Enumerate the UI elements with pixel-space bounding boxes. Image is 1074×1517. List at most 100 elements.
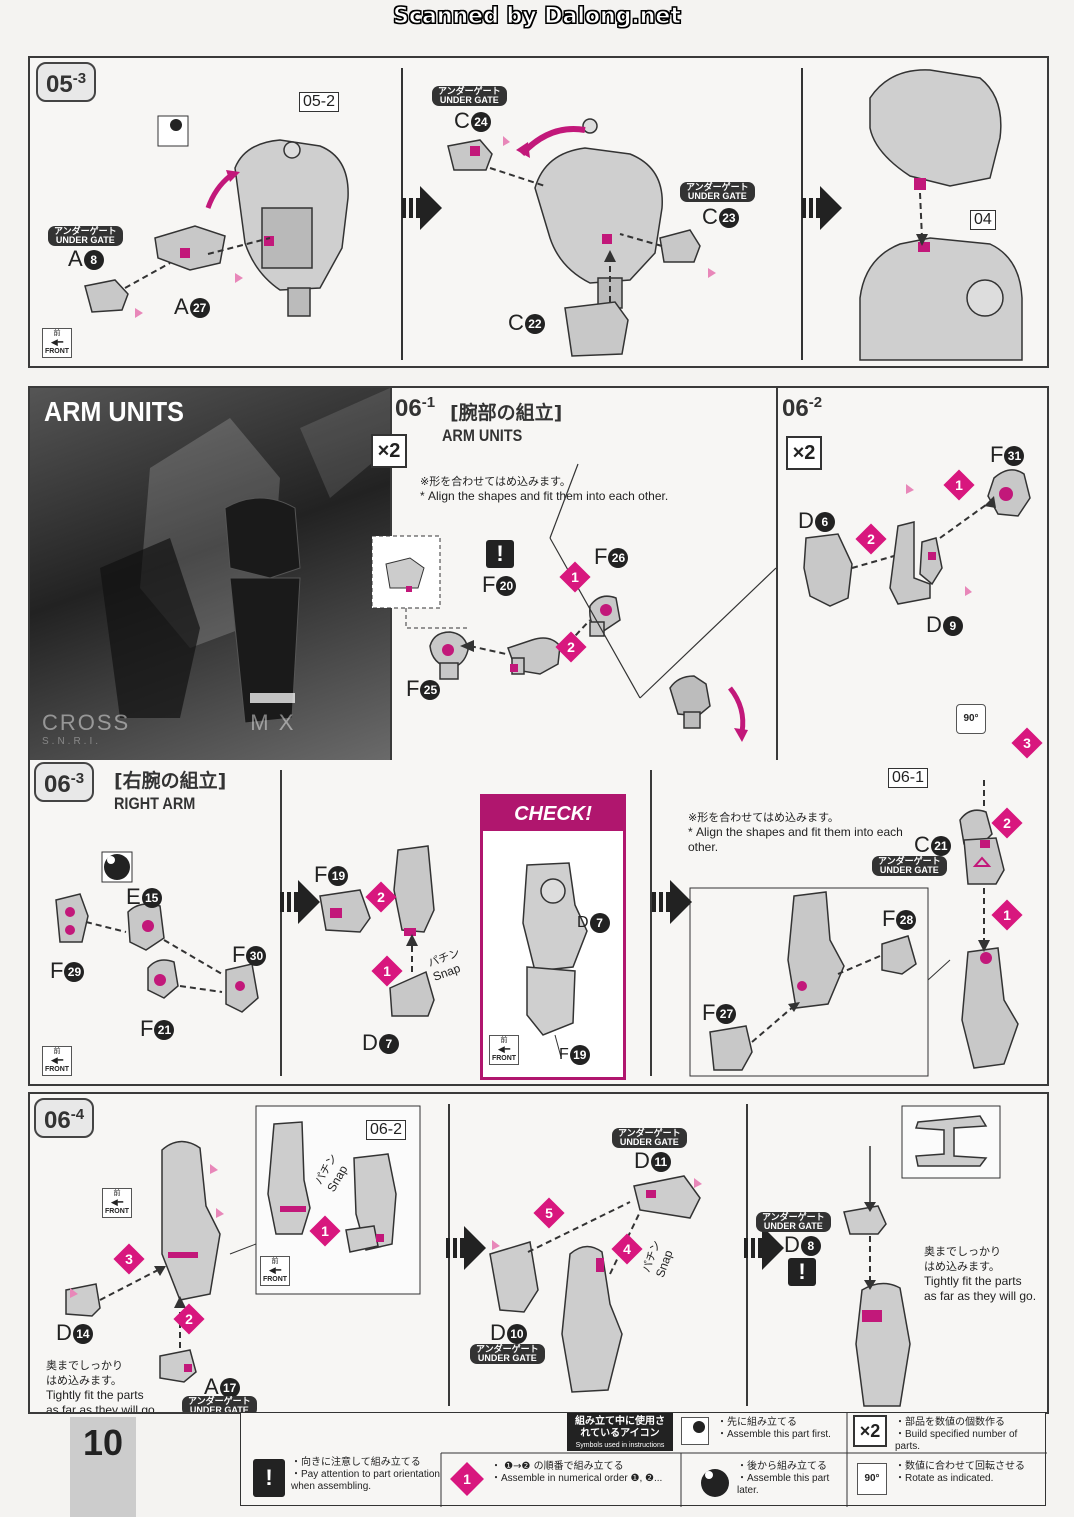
arm-units-banner-title: ARM UNITS — [44, 396, 184, 427]
order-step-1-marker: 1 — [991, 899, 1023, 931]
orientation-warning-icon: ! — [486, 540, 514, 568]
legend-rotate-icon: 90° — [857, 1463, 887, 1495]
order-step-3-marker: 3 — [1011, 727, 1043, 759]
build-x2-icon: ×2 — [371, 434, 407, 468]
front-orientation-icon: 前◀━FRONT — [102, 1188, 132, 1218]
next-step-arrow — [402, 186, 442, 230]
next-step-arrow — [280, 880, 320, 924]
order-step-4-marker: 4 — [611, 1233, 643, 1265]
front-orientation-icon: 前◀━FRONT — [42, 328, 72, 358]
next-step-arrow — [802, 186, 842, 230]
order-step-2-marker: 2 — [173, 1303, 205, 1335]
arm-units-banner-tiny: S.N.R.I. — [42, 736, 102, 747]
step-05-3-label: 05-3 — [36, 62, 97, 102]
legend-orientation-icon: ! — [253, 1459, 285, 1497]
front-orientation-icon: 前◀━FRONT — [489, 1035, 519, 1065]
scan-watermark: Scanned by Dalong.net — [393, 4, 682, 30]
order-step-1-marker: 1 — [559, 561, 591, 593]
tight-fit-note-left: 奥までしっかり はめ込みます。Tightly fit the parts as … — [46, 1359, 159, 1414]
step-06-1-label: 06-1 — [395, 394, 436, 422]
legend-assemble-first: ・先に組み立てる・Assemble this part first. — [717, 1417, 831, 1440]
order-step-1-marker: 1 — [371, 955, 403, 987]
legend-x2-icon: ×2 — [853, 1415, 887, 1447]
step-06-4-panel: 06-4 — [28, 1092, 1049, 1414]
legend-rotate: ・数値に合わせて回転させる・Rotate as indicated. — [895, 1461, 1025, 1484]
step-06-2-label: 06-2 — [782, 394, 823, 422]
torso-assembly-illustration-1 — [234, 139, 349, 317]
step-06-4-illustration — [65, 1105, 1001, 1407]
step-06-1-title-en: ARM UNITS — [442, 426, 523, 445]
step-06-2-illustration — [803, 469, 1031, 607]
step-05-3-panel: 05-3 — [28, 56, 1049, 368]
orientation-warning-icon: ! — [788, 1258, 816, 1286]
step-06-1-note: ※形を合わせてはめ込みます。* Align the shapes and fit… — [420, 475, 669, 503]
step-06-3-note: ※形を合わせてはめ込みます。* Align the shapes and fit… — [688, 811, 903, 854]
step-06-1-title-jp: [腕部の組立] — [450, 402, 563, 424]
page-number: 10 — [70, 1417, 136, 1517]
step-06-3-title-en: RIGHT ARM — [114, 794, 196, 813]
legend-order-icon: 1 — [450, 1462, 484, 1496]
ref-06-1-tag: 06-1 — [888, 768, 929, 788]
torso-assembly-illustration-2 — [534, 118, 663, 309]
order-step-1-marker: 1 — [943, 469, 975, 501]
check-callout-illustration — [522, 862, 588, 1058]
legend-orientation: ・向きに注意して組み立てる・Pay attention to part orie… — [291, 1457, 440, 1492]
next-step-arrow — [652, 880, 692, 924]
tight-fit-note-right: 奥までしっかり はめ込みます。Tightly fit the parts as … — [924, 1245, 1037, 1303]
step-06-3-label: 06-3 — [34, 762, 95, 802]
build-x2-icon: ×2 — [786, 436, 822, 470]
order-step-1-marker: 1 — [309, 1215, 341, 1247]
check-callout-title: CHECK! — [483, 797, 623, 831]
order-step-2-marker: 2 — [555, 631, 587, 663]
next-step-arrow — [744, 1226, 784, 1270]
ref-06-2-tag: 06-2 — [366, 1120, 407, 1140]
legend-build-multiple: ・部品を数値の個数作る・Build specified number of pa… — [895, 1417, 1018, 1452]
ref-04-tag: 04 — [970, 210, 996, 230]
order-step-5-marker: 5 — [533, 1197, 565, 1229]
assemble-first-glyph — [440, 1413, 1047, 1507]
step-06-3-panel: 06-3 [右腕の組立] RIGHT ARM — [28, 760, 1049, 1086]
ref-05-2-tag: 05-2 — [299, 92, 340, 112]
legend-assemble-later: ・後から組み立てる・Assemble this part later. — [737, 1461, 830, 1496]
order-step-2-marker: 2 — [365, 881, 397, 913]
next-step-arrow — [446, 1226, 486, 1270]
step-05-3-illustration — [84, 68, 1023, 361]
elbow-joint-result-illustration — [669, 675, 711, 729]
order-step-2-marker: 2 — [855, 523, 887, 555]
step-06-3-title-jp: [右腕の組立] — [114, 770, 227, 792]
order-step-2-marker: 2 — [991, 807, 1023, 839]
order-step-3-marker: 3 — [113, 1243, 145, 1275]
legend-numerical-order: ・ ❶→❷ の順番で組み立てる・Assemble in numerical or… — [491, 1461, 663, 1484]
rotate-90-icon: 90° — [956, 704, 986, 734]
torso-and-chest-illustration — [859, 69, 1023, 361]
